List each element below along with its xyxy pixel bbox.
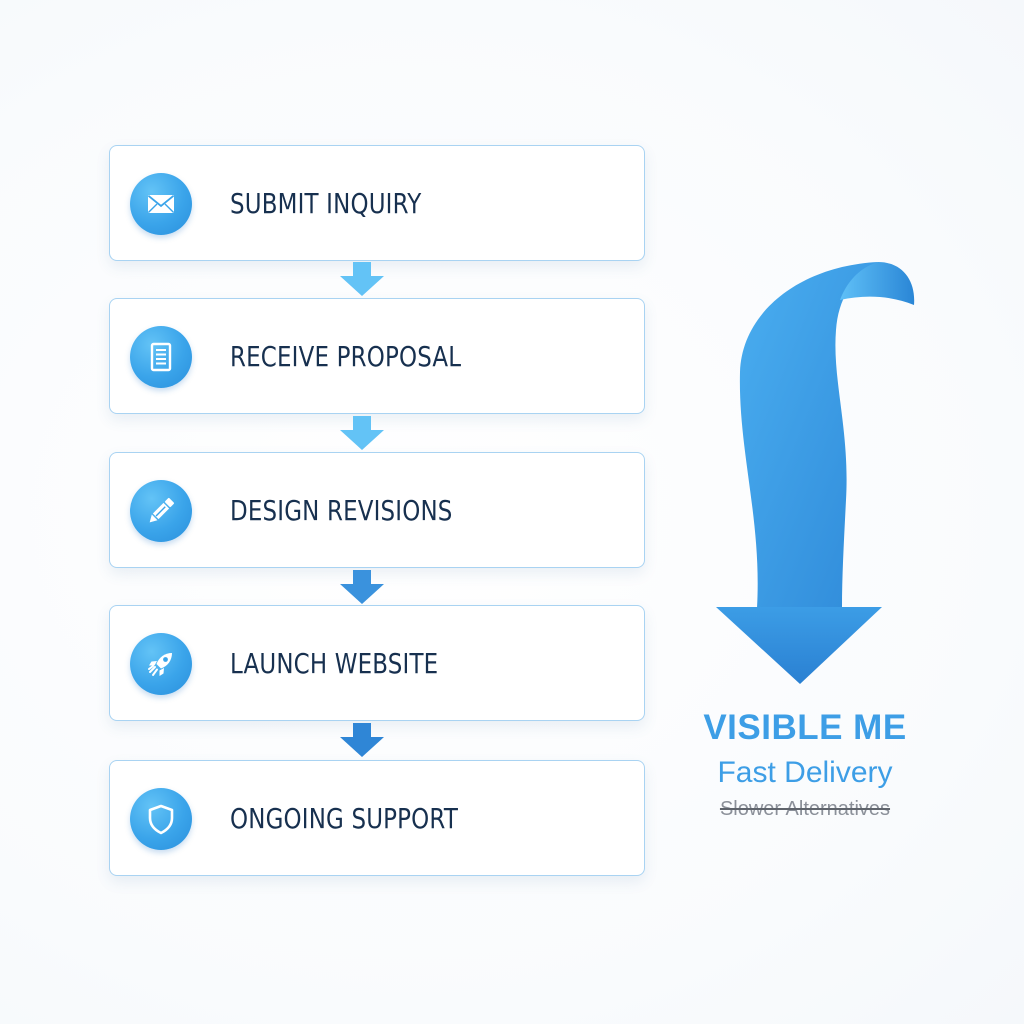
step-label: ONGOING SUPPORT xyxy=(230,802,459,835)
step-card-design-revisions: DESIGN REVISIONS xyxy=(109,452,645,568)
pencil-icon xyxy=(130,480,192,542)
comparison-strikethrough-text: Slower Alternatives xyxy=(719,798,891,820)
down-arrow-connector xyxy=(340,723,384,757)
down-arrow-connector xyxy=(340,262,384,296)
document-icon xyxy=(130,326,192,388)
brand-tagline: Fast Delivery xyxy=(717,756,893,789)
down-arrow-connector xyxy=(340,416,384,450)
down-arrow-connector xyxy=(340,570,384,604)
step-label: RECEIVE PROPOSAL xyxy=(230,340,462,373)
step-label: DESIGN REVISIONS xyxy=(230,494,453,527)
step-card-receive-proposal: RECEIVE PROPOSAL xyxy=(109,298,645,414)
step-card-ongoing-support: ONGOING SUPPORT xyxy=(109,760,645,876)
curved-down-arrow xyxy=(716,262,915,684)
step-card-submit-inquiry: SUBMIT INQUIRY xyxy=(109,145,645,261)
rocket-icon xyxy=(130,633,192,695)
step-label: LAUNCH WEBSITE xyxy=(230,647,439,680)
brand-name: VISIBLE ME xyxy=(703,708,907,747)
envelope-icon xyxy=(130,173,192,235)
shield-icon xyxy=(130,788,192,850)
step-card-launch-website: LAUNCH WEBSITE xyxy=(109,605,645,721)
step-label: SUBMIT INQUIRY xyxy=(230,187,422,220)
